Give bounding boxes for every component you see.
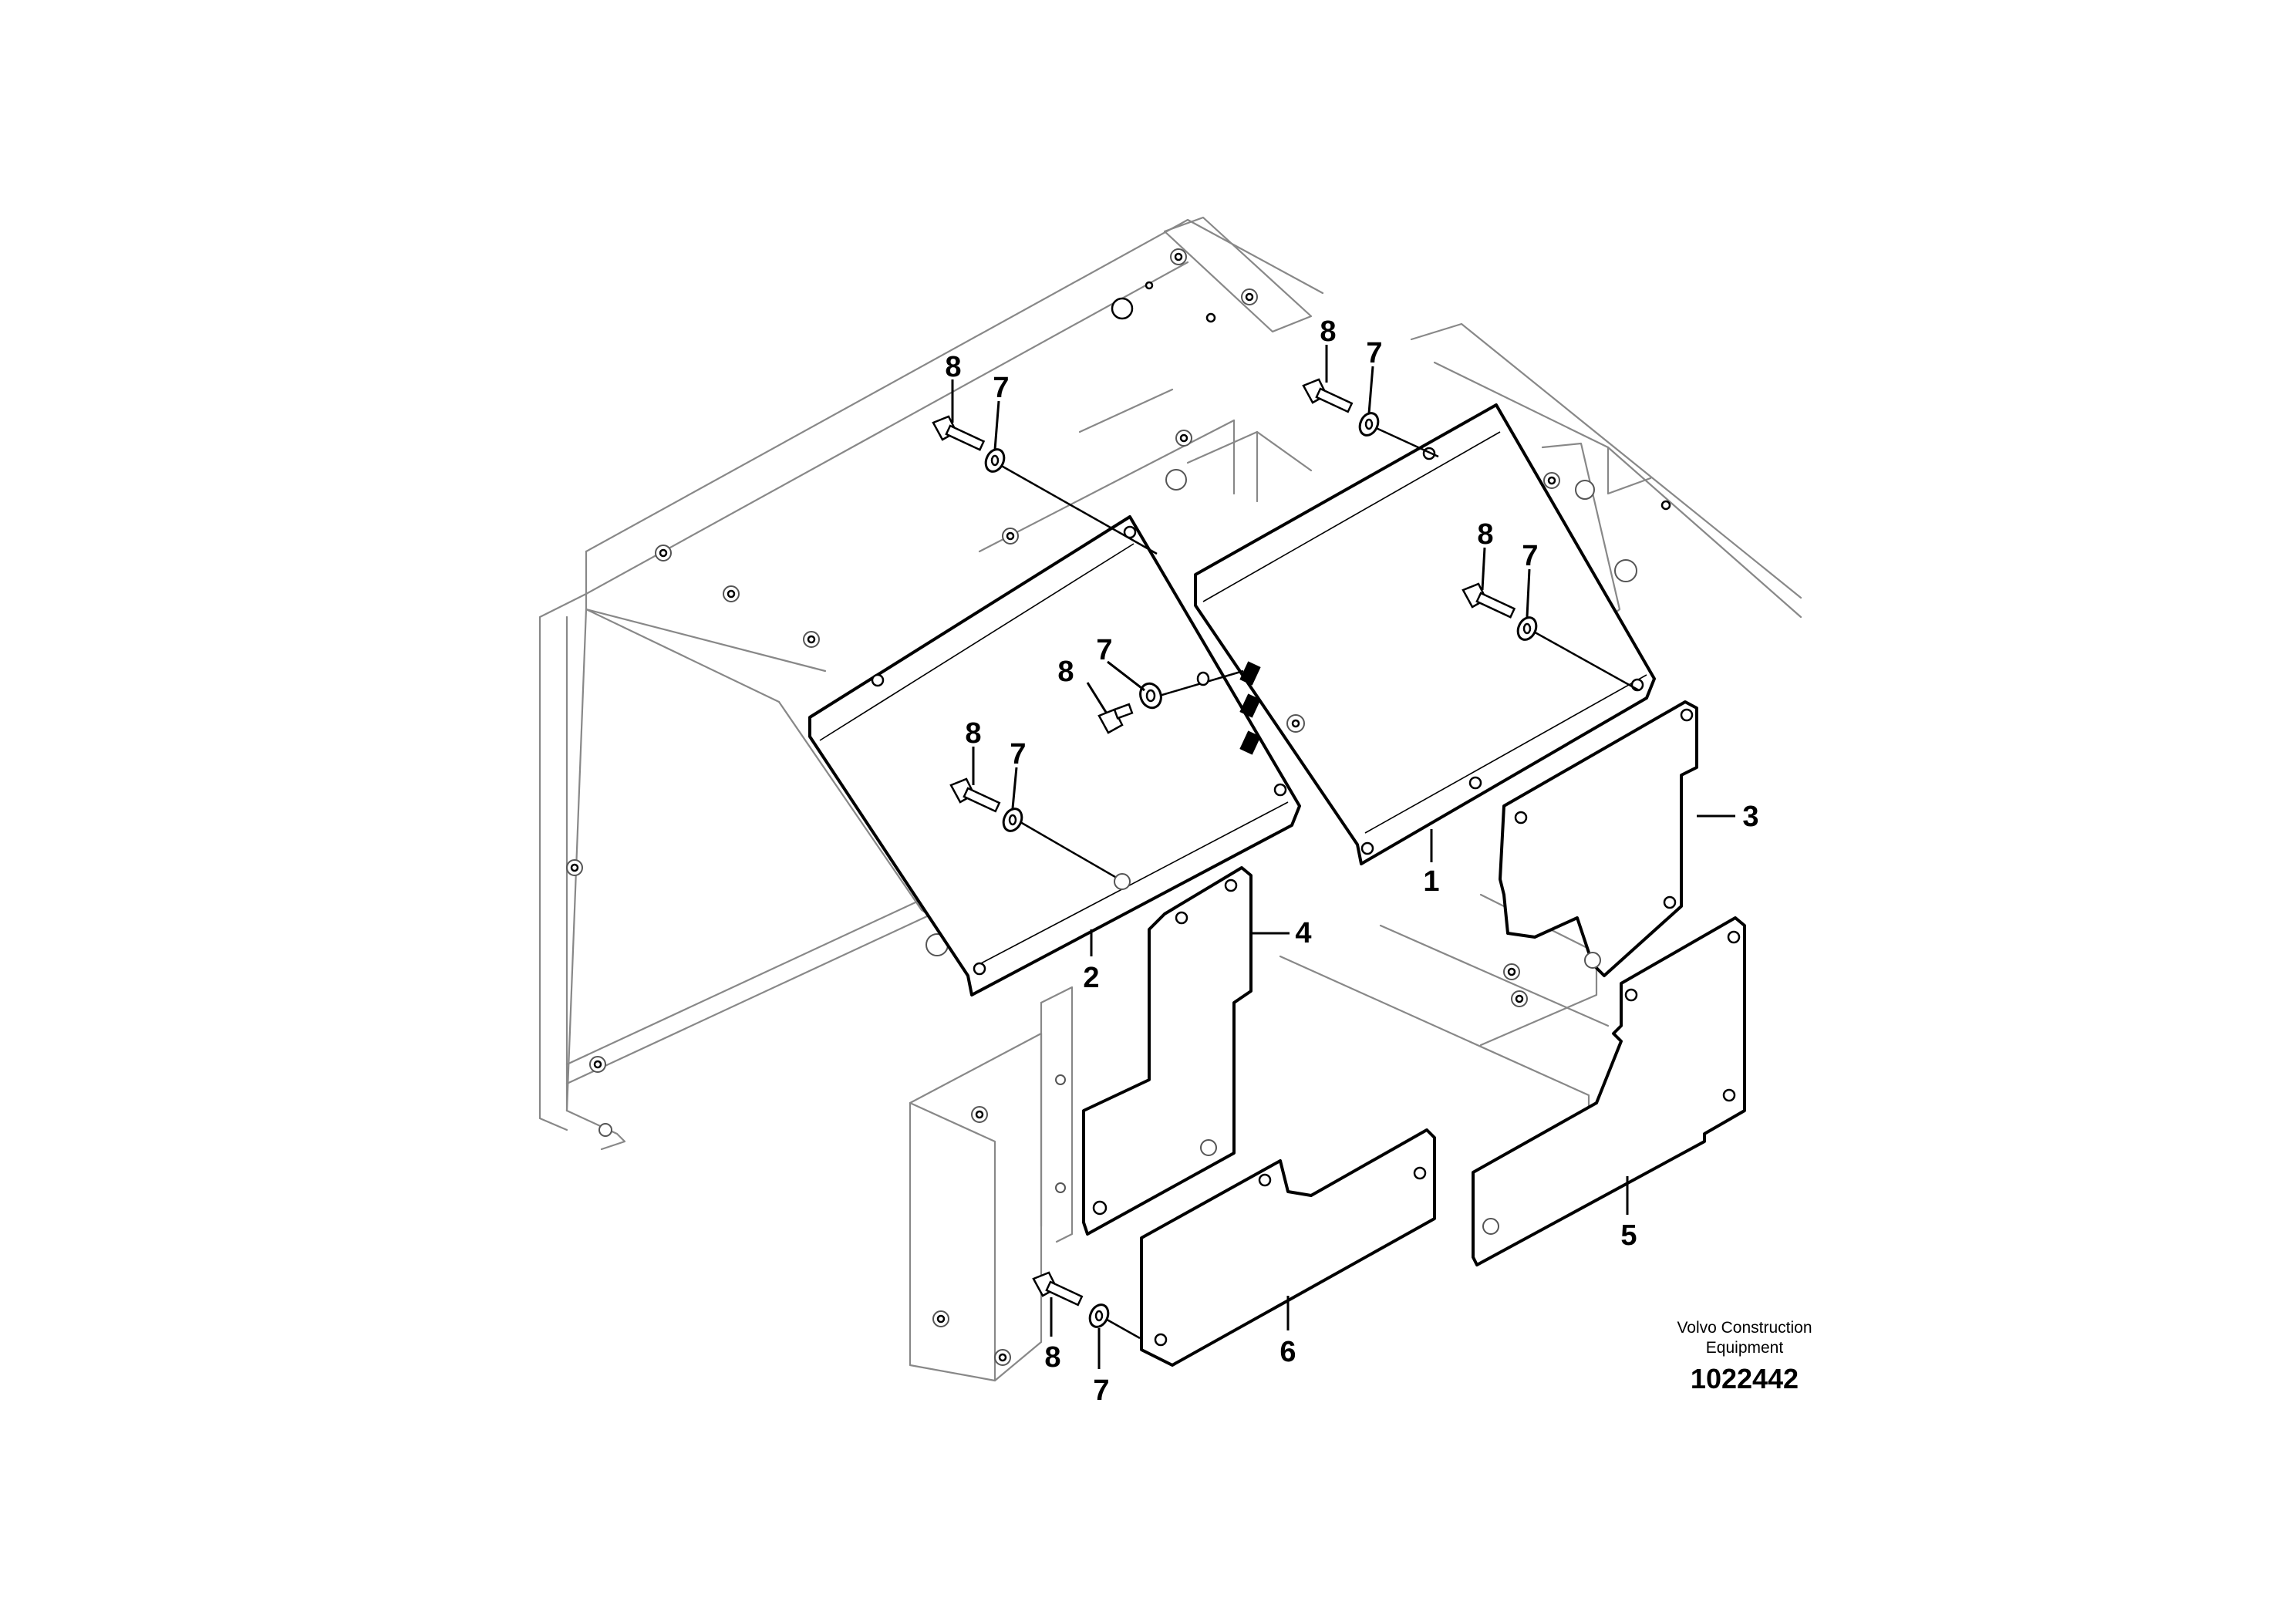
callout-7-bottom: 7 [1093,1374,1109,1407]
side-plate-4 [1082,866,1253,1236]
frame-nuts [566,248,1671,1366]
cover-plate-1 [1194,403,1656,865]
seam-markers [1239,661,1305,755]
fastener-group-top-left [932,415,1006,473]
fastener-group-centre [1097,671,1210,734]
fastener-group-left [949,777,1131,890]
callout-7-centre: 7 [1096,634,1112,666]
callout-labels: 8 7 8 7 8 7 8 7 8 7 1 2 3 4 5 6 8 7 [945,315,1758,1407]
callout-4: 4 [1295,917,1311,949]
leader-lines [951,345,1735,1369]
callout-8-right: 8 [1477,518,1493,551]
maker-name-line1: Volvo Construction [1677,1319,1812,1337]
callout-7-right: 7 [1522,540,1538,572]
fastener-group-bottom [1032,1271,1110,1328]
callout-8-left: 8 [965,717,981,750]
callout-7-top-right: 7 [1366,337,1382,369]
callout-8-top-left: 8 [945,351,961,383]
lower-plate-6 [1140,1128,1436,1367]
reference-number: 1022442 [1691,1363,1799,1394]
lower-plate-5 [1472,916,1746,1266]
callout-8-bottom: 8 [1044,1341,1060,1374]
callout-1: 1 [1423,865,1439,898]
callout-6: 6 [1279,1336,1296,1368]
maker-name-line2: Equipment [1706,1339,1784,1357]
side-plate-3 [1499,700,1698,977]
cover-plate-2 [808,515,1301,996]
fastener-group-top-right [1302,378,1380,437]
maker-block: Volvo Construction Equipment 1022442 [1677,1319,1812,1394]
machine-frame [538,216,1802,1382]
callout-3: 3 [1742,801,1758,833]
callout-7-left: 7 [1010,738,1026,771]
callout-7-top-left: 7 [993,372,1009,404]
callout-5: 5 [1620,1219,1637,1252]
callout-2: 2 [1083,962,1099,994]
fastener-group-right [1462,582,1538,641]
callout-8-centre: 8 [1057,656,1074,688]
callout-8-top-right: 8 [1320,315,1336,348]
